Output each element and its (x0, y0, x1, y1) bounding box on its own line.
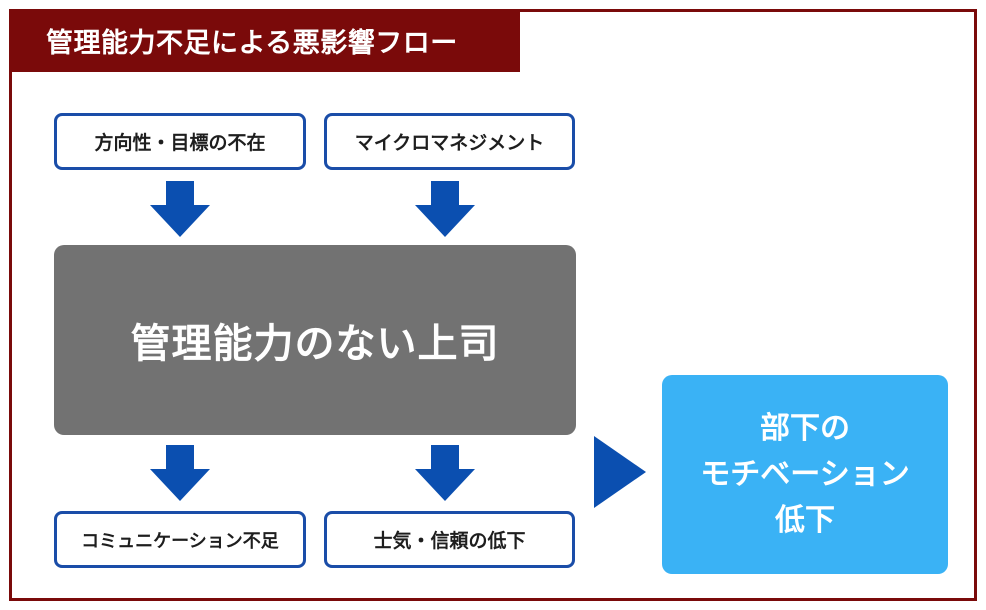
diagram-title-text: 管理能力不足による悪影響フロー (46, 28, 458, 59)
center-box-incompetent-boss: 管理能力のない上司 (54, 245, 576, 435)
arrow-down-icon (150, 445, 210, 501)
effect-box-communication: コミュニケーション不足 (54, 511, 306, 568)
arrow-down-icon (415, 181, 475, 237)
effect-label-morale: 士気・信頼の低下 (373, 530, 526, 552)
diagram-title: 管理能力不足による悪影響フロー (9, 9, 520, 72)
cause-label-micromanagement: マイクロマネジメント (354, 132, 545, 154)
result-box-motivation-decline: 部下の モチベーション 低下 (662, 375, 948, 574)
arrow-right-icon (594, 436, 646, 508)
arrow-down-icon (150, 181, 210, 237)
result-line-2: モチベーション (700, 456, 910, 492)
effect-box-morale: 士気・信頼の低下 (324, 511, 575, 568)
result-line-1: 部下の (760, 410, 850, 446)
effect-label-communication: コミュニケーション不足 (81, 530, 279, 552)
cause-box-direction: 方向性・目標の不在 (54, 113, 306, 170)
cause-label-direction: 方向性・目標の不在 (94, 132, 266, 154)
arrow-down-icon (415, 445, 475, 501)
cause-box-micromanagement: マイクロマネジメント (324, 113, 575, 170)
center-label: 管理能力のない上司 (130, 321, 500, 367)
result-line-3: 低下 (775, 502, 835, 538)
